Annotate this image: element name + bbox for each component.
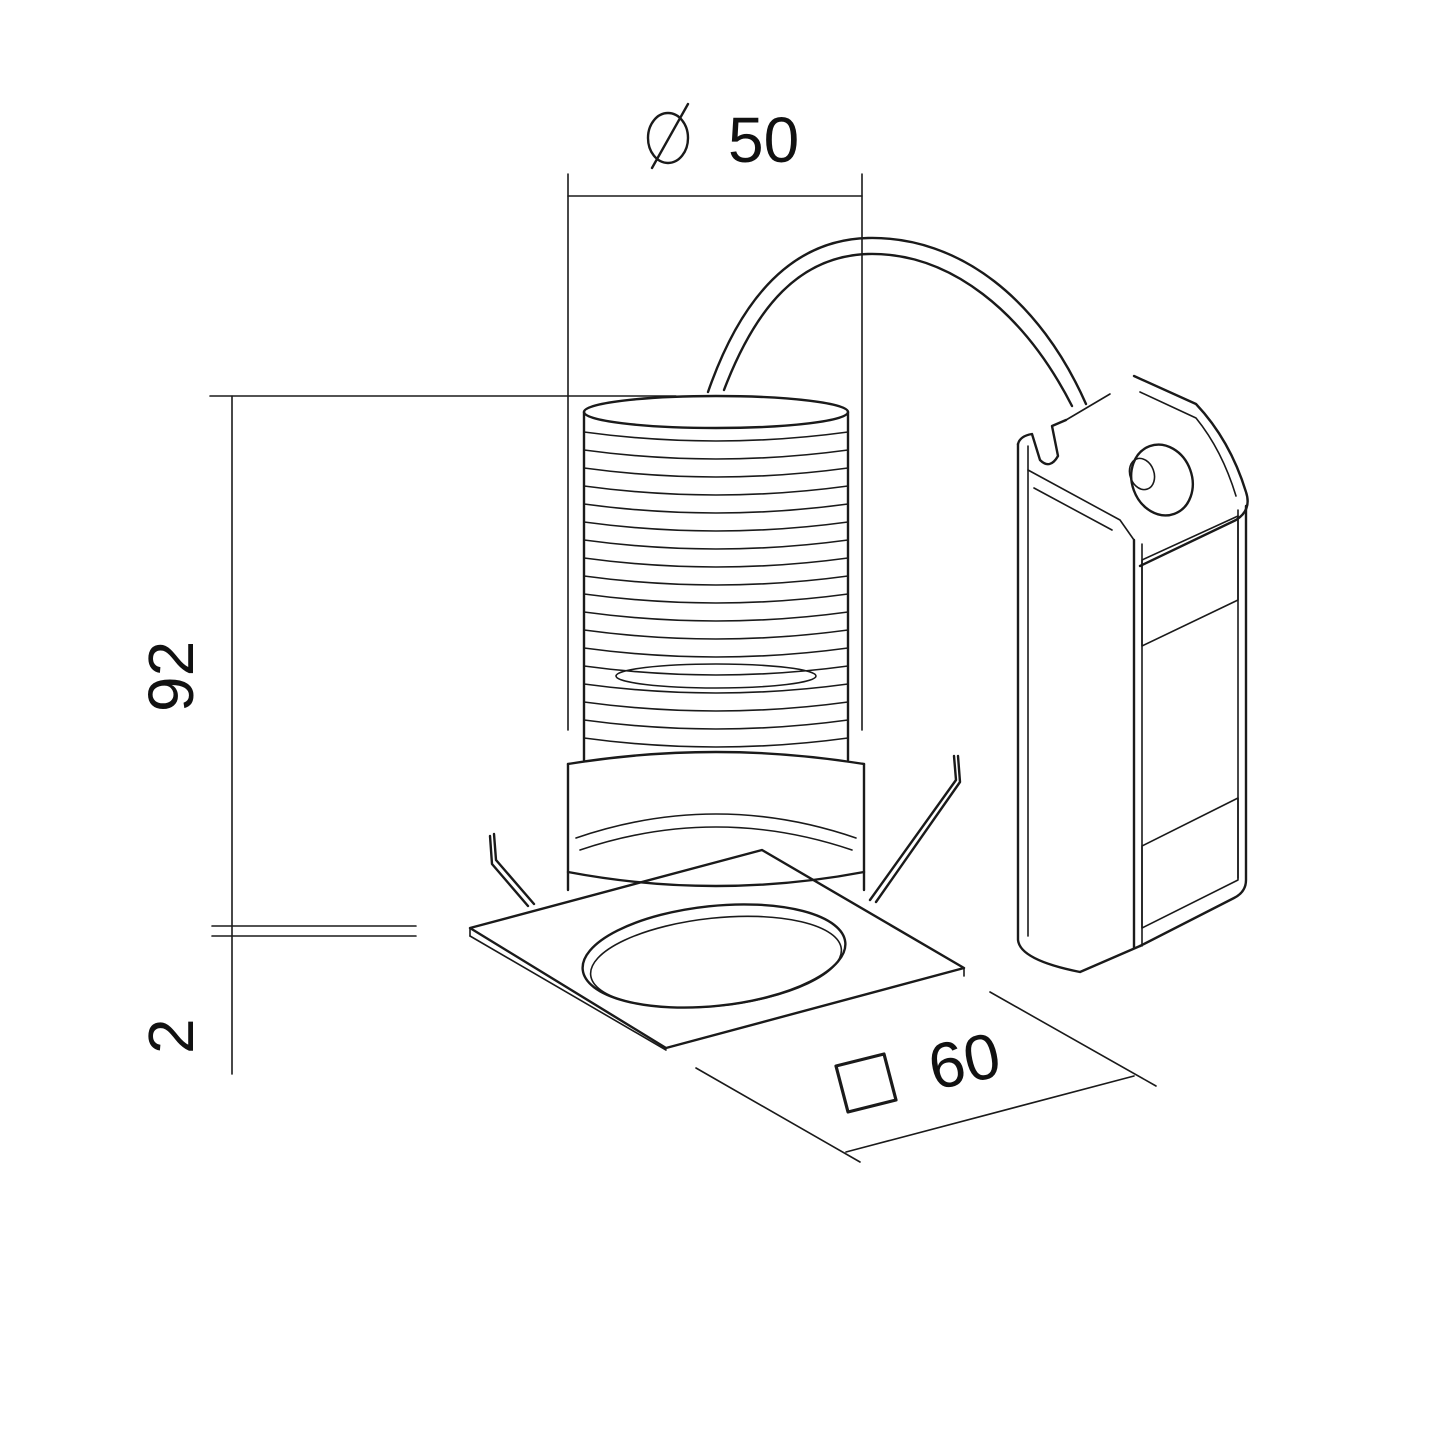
driver-lower-panel: [1141, 797, 1239, 929]
clip-right-outer: [868, 754, 958, 902]
driver-top-inner: [1139, 391, 1237, 497]
collar-bottom: [566, 870, 866, 888]
collar-inner-2: [579, 826, 853, 851]
cable-inner: [722, 252, 1074, 408]
clip-left-inner: [492, 832, 536, 906]
driver-gland-inner: [1128, 457, 1156, 491]
height-value: 92: [135, 641, 207, 712]
driver-left-face: [1016, 442, 1142, 974]
collar-inner-1: [575, 813, 857, 839]
body-inner-ring: [615, 663, 817, 689]
flange-face: [468, 848, 966, 1050]
flange-value: 2: [135, 1018, 207, 1054]
lens-outer: [581, 903, 847, 1009]
square-extension-left: [695, 1067, 861, 1163]
driver-top-edge: [1065, 393, 1111, 421]
square-dimension: 60: [695, 991, 1157, 1163]
driver-box: [1016, 374, 1249, 974]
square-dimension-line: [845, 1075, 1135, 1153]
diameter-value: 50: [728, 104, 799, 176]
square-extension-right: [989, 991, 1157, 1087]
clip-left-outer: [488, 834, 530, 908]
diameter-symbol-icon: [646, 102, 690, 170]
collar: [566, 750, 866, 892]
diameter-dimension: 50: [567, 102, 863, 731]
collar-top: [566, 750, 866, 766]
driver-top-front-line-2: [1033, 487, 1113, 531]
flange-edge-front: [469, 935, 667, 1051]
driver-upper-panel: [1141, 515, 1239, 647]
height-dimension: 92 2: [135, 395, 677, 1075]
driver-top-face: [1132, 374, 1249, 568]
driver-cable-gland: [1130, 443, 1194, 517]
lens-inner: [589, 915, 843, 1009]
clip-right-inner: [874, 754, 962, 904]
threaded-body: [582, 394, 850, 762]
square-value: 60: [922, 1018, 1007, 1103]
driver-mount-hook: [1016, 418, 1068, 466]
thread-rings: [583, 431, 849, 748]
square-flange: [468, 848, 966, 1051]
cable: [706, 236, 1088, 408]
cable-outer: [706, 236, 1088, 406]
square-symbol-icon: [834, 1052, 898, 1114]
driver-top-front-line: [1027, 469, 1135, 541]
spring-clips: [488, 754, 962, 908]
driver-front-right-edge: [1138, 504, 1248, 948]
body-top: [582, 394, 850, 430]
